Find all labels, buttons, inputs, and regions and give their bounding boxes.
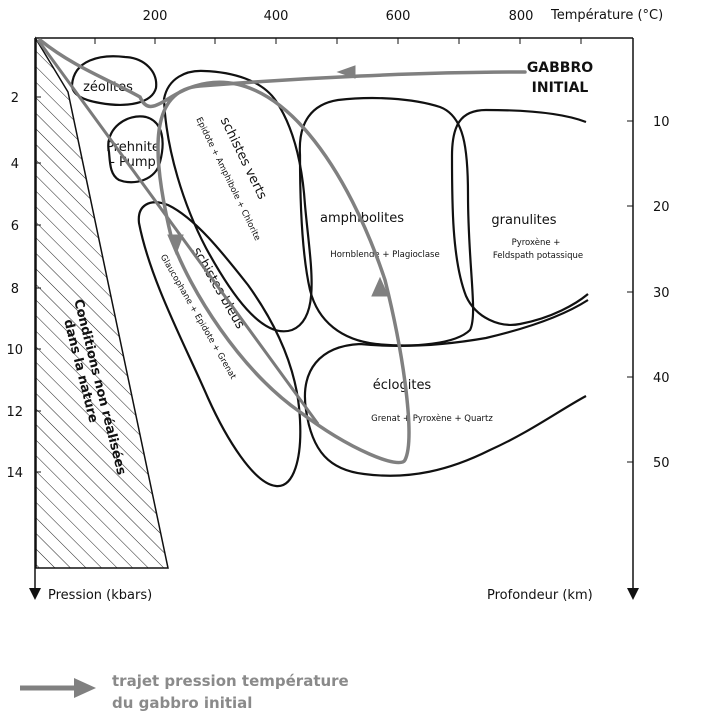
- gabbro-label: GABBRO INITIAL: [527, 60, 593, 96]
- pressure-tick-10: 10: [6, 343, 23, 358]
- geotherm-line: [36, 39, 320, 425]
- pt-path: [38, 38, 527, 465]
- legend-line1: trajet pression température: [112, 672, 349, 690]
- granulites-minerals-1: Pyroxène +: [512, 237, 561, 248]
- depth-tick-20: 20: [653, 200, 670, 215]
- temperature-tick-200: 200: [143, 9, 168, 24]
- granulites-field: [450, 108, 589, 326]
- facies-fields: [70, 55, 589, 488]
- plot-frame: [29, 37, 639, 600]
- legend-arrow-icon: [20, 678, 96, 698]
- pressure-tick-12: 12: [6, 405, 23, 420]
- schistes-bleus-field: [137, 201, 302, 488]
- schistes-verts-field: [162, 69, 313, 333]
- gabbro-line2: INITIAL: [532, 80, 589, 96]
- granulites-minerals-2: Feldspath potassique: [493, 251, 583, 261]
- zeolites-label: zéolites: [83, 80, 133, 95]
- temperature-tick-400: 400: [264, 9, 289, 24]
- depth-tick-40: 40: [653, 371, 670, 386]
- depth-tick-10: 10: [653, 115, 670, 130]
- granulites-label: granulites: [491, 213, 556, 228]
- eclogites-field: [303, 299, 589, 477]
- temperature-tick-800: 800: [509, 9, 534, 24]
- pressure-tick-8: 8: [11, 282, 19, 297]
- legend-line2: du gabbro initial: [112, 694, 252, 712]
- gabbro-line1: GABBRO: [527, 60, 593, 76]
- depth-axis: 10 20 30 40 50 Profondeur (km): [487, 115, 670, 603]
- amphibolites-minerals: Hornblende + Plagioclase: [330, 250, 439, 260]
- pressure-tick-4: 4: [11, 157, 19, 172]
- pressure-tick-6: 6: [11, 219, 19, 234]
- temperature-axis: 200 400 600 800 Température (°C): [94, 8, 663, 44]
- depth-tick-50: 50: [653, 456, 670, 471]
- pressure-tick-2: 2: [11, 91, 19, 106]
- temperature-tick-600: 600: [386, 9, 411, 24]
- pressure-tick-14: 14: [6, 466, 23, 481]
- eclogites-minerals: Grenat + Pyroxène + Quartz: [371, 413, 493, 424]
- temperature-axis-label: Température (°C): [550, 8, 663, 23]
- schistes-verts-label: schistes verts: [217, 115, 270, 202]
- legend: trajet pression température du gabbro in…: [20, 672, 349, 712]
- depth-tick-30: 30: [653, 286, 670, 301]
- prehnite-label-2: - Pump: [110, 155, 156, 170]
- depth-axis-label: Profondeur (km): [487, 588, 593, 603]
- amphibolites-field: [298, 96, 475, 347]
- schistes-bleus-minerals: Glaucophane + Epidote + Grenat: [158, 253, 238, 382]
- zeolites-field: [70, 55, 158, 106]
- eclogites-label: éclogites: [373, 378, 432, 393]
- pressure-axis-label: Pression (kbars): [48, 588, 152, 603]
